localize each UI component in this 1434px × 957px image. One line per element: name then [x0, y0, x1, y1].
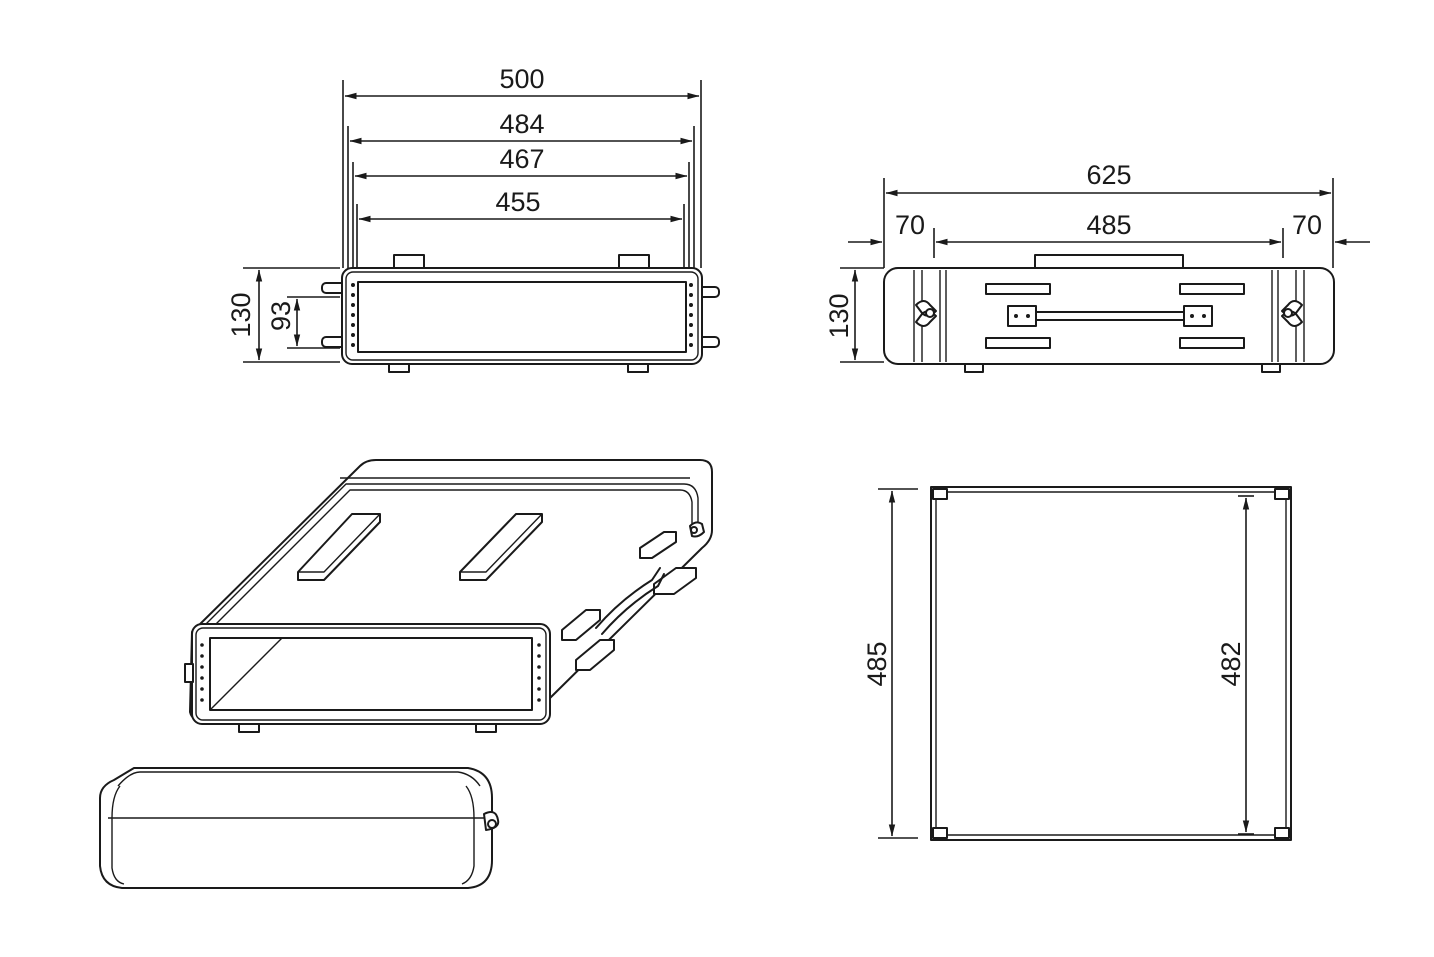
top-frame — [930, 486, 1292, 841]
side-extension-lines — [840, 178, 1334, 363]
front-case-outline — [321, 254, 720, 373]
dim-left-lid-depth: 70 — [895, 210, 925, 240]
dim-overall-width: 500 — [499, 64, 544, 94]
top-extension-lines — [878, 488, 1254, 839]
front-view: 500 484 467 455 130 93 — [226, 64, 720, 373]
side-case-outline — [883, 254, 1335, 373]
top-view: 485 482 — [862, 486, 1292, 841]
side-dimension-lines — [848, 189, 1370, 361]
dim-inner-rail-width: 467 — [499, 144, 544, 174]
side-view: 625 70 485 70 130 — [824, 160, 1370, 373]
dim-outer-depth: 485 — [862, 641, 892, 686]
front-extension-lines — [243, 80, 702, 363]
dim-opening-width: 455 — [495, 187, 540, 217]
dim-overall-height: 130 — [226, 292, 256, 337]
top-dimension-lines — [888, 490, 1250, 837]
closed-case-view — [99, 767, 500, 889]
iso-rail-holes — [200, 643, 541, 702]
isometric-view — [184, 459, 713, 733]
dim-right-lid-depth: 70 — [1292, 210, 1322, 240]
dim-side-height: 130 — [824, 293, 854, 338]
front-dimension-lines — [255, 92, 700, 361]
dim-body-depth: 485 — [1086, 210, 1131, 240]
dim-inner-depth: 482 — [1216, 641, 1246, 686]
front-rail-holes — [351, 283, 693, 347]
dim-opening-height: 93 — [266, 301, 296, 331]
dim-overall-length: 625 — [1086, 160, 1131, 190]
dim-outer-rail-width: 484 — [499, 109, 544, 139]
